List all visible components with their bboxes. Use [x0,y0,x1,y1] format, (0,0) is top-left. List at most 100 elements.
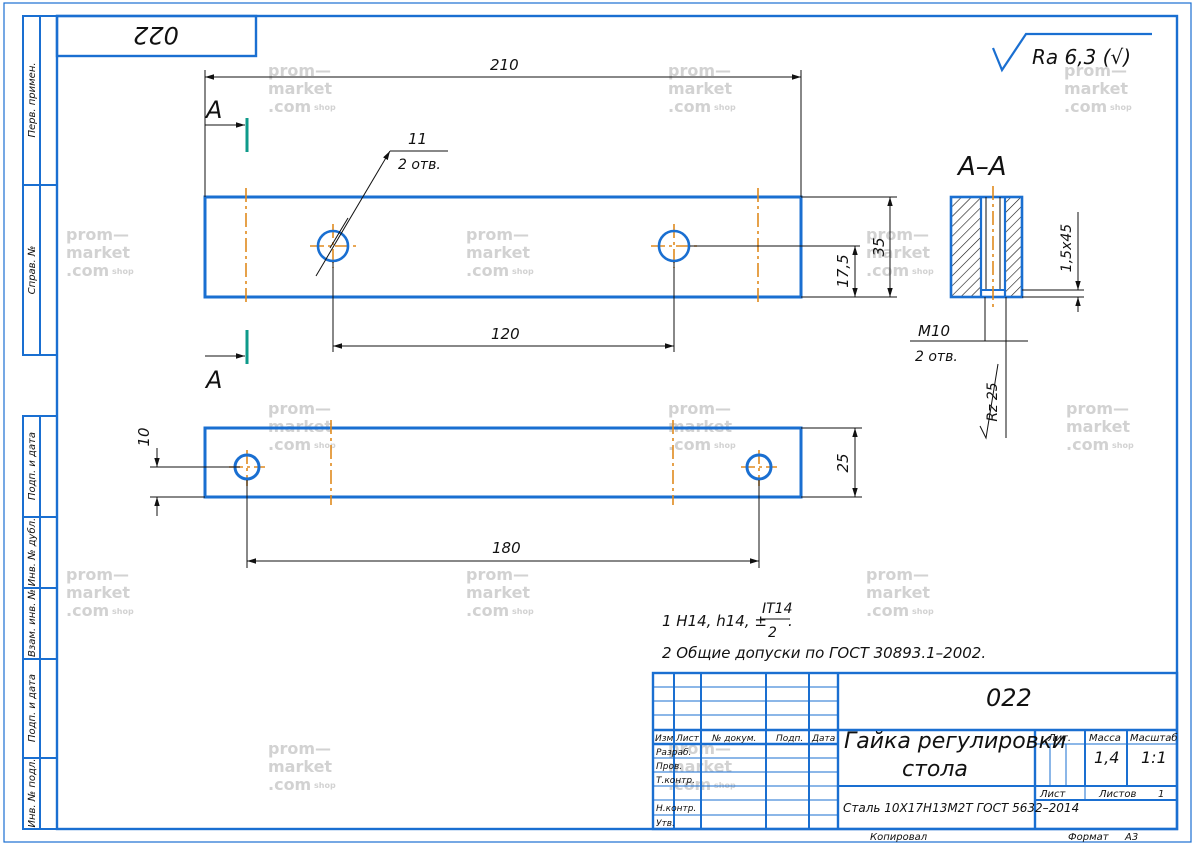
dim-overall-length: 210 [490,56,519,74]
part-outline-top [203,195,803,299]
svg-text:market: market [1064,79,1128,98]
bottom-view: 10 25 180 [135,420,862,568]
stamp-label: Перв. примен. [27,62,38,137]
svg-text:prom—: prom— [866,225,929,244]
svg-text:.com: .com [466,601,509,620]
tb-part-name-2: стола [902,757,968,782]
svg-text:shop: shop [714,103,736,112]
dim-thread: M10 [918,322,950,340]
dim-thread-count: 2 отв. [915,349,958,365]
svg-text:prom—: prom— [66,565,129,584]
tb-scale: 1:1 [1141,748,1167,767]
side-stamp-column: Перв. примен. Справ. № Подп. и дата Инв.… [22,15,58,830]
dim-height: 35 [870,237,888,256]
tb-col-header: Дата [811,734,835,744]
svg-text:prom—: prom— [268,399,331,418]
svg-text:shop: shop [512,267,534,276]
dim-chamfer: 1,5х45 [1059,224,1075,272]
svg-text:shop: shop [112,267,134,276]
tb-format-label: Формат [1068,832,1110,843]
tb-format: А3 [1124,832,1138,843]
svg-text:prom—: prom— [668,399,731,418]
svg-text:prom—: prom— [66,225,129,244]
tb-col-header: Изм [655,734,674,744]
sheet-border [3,2,1192,843]
svg-text:market: market [268,757,332,776]
stamp-label: Справ. № [27,246,38,295]
svg-text:Ra 6,3 (√): Ra 6,3 (√) [1032,45,1131,69]
svg-text:shop: shop [912,607,934,616]
svg-text:shop: shop [314,441,336,450]
tb-row-label: Разраб. [656,748,691,758]
tb-scale-label: Масштаб [1130,732,1178,744]
svg-text:.com: .com [66,601,109,620]
rotated-code: 022 [133,21,179,49]
dim-bottom-offset: 10 [135,427,153,446]
note-1-suffix: . [788,612,793,630]
technical-notes: 1 H14, h14, ± IT14 2 . 2 Общие допуски п… [662,601,986,662]
svg-text:market: market [466,243,530,262]
svg-text:market: market [66,583,130,602]
part-outline-bottom [203,426,803,499]
svg-text:shop: shop [112,607,134,616]
tb-part-name-1: Гайка регулировки [844,729,1066,754]
tb-row-label: Т.контр. [656,776,695,786]
stamp-label: Инв. № дубл. [26,518,38,586]
tb-mass: 1,4 [1094,748,1119,767]
svg-text:market: market [268,79,332,98]
svg-text:.com: .com [866,261,909,280]
general-roughness-symbol: Ra 6,3 (√) [991,32,1152,73]
svg-text:market: market [1066,417,1130,436]
tb-sheet-label: Лист [1039,789,1067,800]
top-view: A A 210 11 2 отв. 120 35 17,5 [203,56,897,394]
svg-text:.com: .com [66,261,109,280]
roughness-thread: Rz 25 [985,382,1001,421]
note-1-denominator: 2 [768,625,777,641]
dim-center-height: 17,5 [834,254,852,287]
tb-sheets-label: Листов [1098,789,1136,800]
section-view: A–A 1,5х45 M10 2 отв. Rz 25 [910,152,1084,440]
svg-text:prom—: prom— [268,739,331,758]
stamp-label: Инв. № подл. [27,759,38,828]
svg-text:market: market [466,583,530,602]
stamp-label: Подп. и дата [27,432,38,500]
hole-top-left [316,229,350,263]
thread-hole-right [745,453,773,481]
stamp-label: Подп. и дата [27,674,38,742]
svg-text:.com: .com [1066,435,1109,454]
tb-sheets: 1 [1158,789,1164,800]
note-2: 2 Общие допуски по ГОСТ 30893.1–2002. [662,644,986,662]
tb-mass-label: Масса [1089,733,1121,744]
hole-top-right [657,229,691,263]
svg-text:.com: .com [1064,97,1107,116]
tb-col-header: Лист [675,734,700,744]
section-letter: A [204,366,222,394]
svg-text:prom—: prom— [466,225,529,244]
tb-lit-label: Лит. [1047,733,1071,744]
svg-text:prom—: prom— [466,565,529,584]
tb-material: Сталь 10Х17Н13М2Т ГОСТ 5632–2014 [843,801,1079,815]
svg-text:.com: .com [268,97,311,116]
svg-text:market: market [866,243,930,262]
svg-text:prom—: prom— [866,565,929,584]
svg-text:shop: shop [314,103,336,112]
svg-text:market: market [866,583,930,602]
svg-text:market: market [668,79,732,98]
svg-text:.com: .com [866,601,909,620]
dim-hole-diameter: 11 [408,130,427,148]
tb-copied-label: Копировал [870,832,928,843]
svg-text:shop: shop [714,441,736,450]
tb-designation: 022 [986,684,1032,712]
stamp-label: Взам. инв. № [27,589,38,657]
tb-row-label: Н.контр. [656,804,696,814]
svg-text:shop: shop [1112,441,1134,450]
section-letter: A [204,96,222,124]
